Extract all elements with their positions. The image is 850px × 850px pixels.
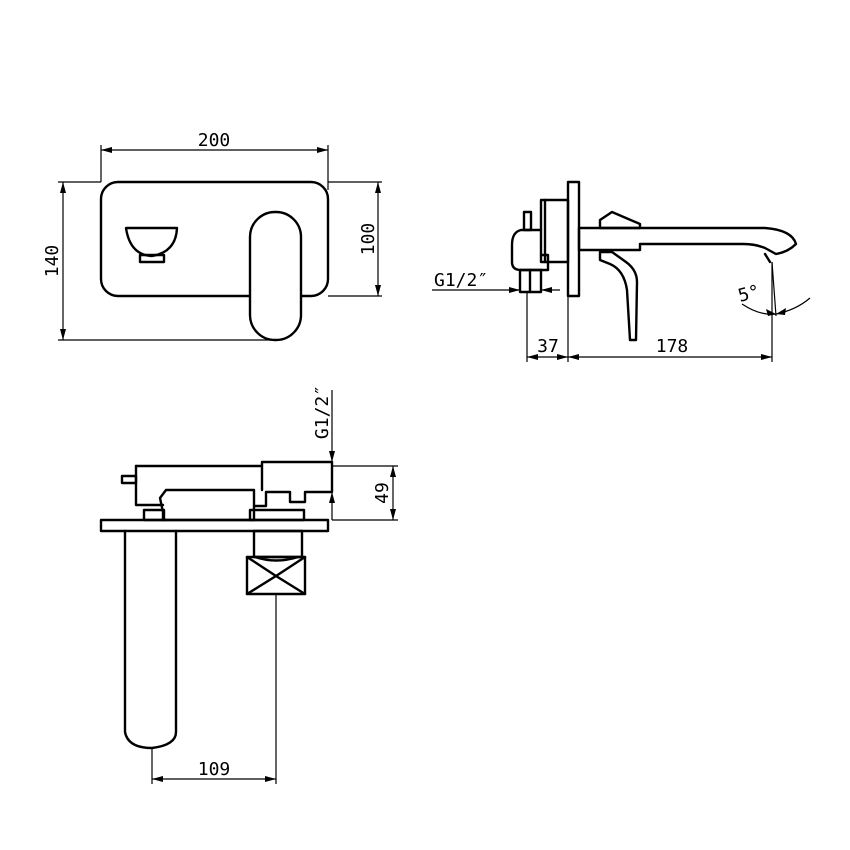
dim-inlet-depth: 37	[537, 336, 559, 357]
dim-spout-length: 178	[656, 336, 689, 357]
spout-outlet	[124, 226, 179, 258]
spout-side	[577, 226, 798, 256]
dim-body-depth: 49	[372, 482, 393, 504]
top-stem	[522, 210, 533, 232]
dim-plate-width: 200	[198, 130, 231, 151]
lever-handle	[248, 210, 303, 342]
top-spout	[123, 529, 178, 750]
dim-spout-angle: 5°	[736, 281, 762, 307]
top-valve-body	[134, 460, 334, 522]
dim-inlet-thread-top: G1/2″	[312, 385, 333, 439]
top-view: G1/2″ 49 109	[99, 385, 398, 784]
top-plate	[99, 518, 330, 533]
handle-wedge	[598, 210, 642, 230]
dim-plate-height: 140	[42, 245, 63, 278]
dim-handle-height: 100	[358, 223, 379, 256]
wall-plate	[566, 180, 581, 298]
lever-side	[598, 250, 639, 342]
dim-spout-center: 109	[198, 759, 231, 780]
cover-plate	[99, 180, 330, 298]
cartridge	[248, 508, 306, 522]
side-view: G1/2″ 37 178 5°	[432, 180, 811, 362]
inlet-elbow	[510, 228, 543, 272]
dim-inlet-thread-side: G1/2″	[434, 270, 488, 291]
front-view: 200 140 100	[42, 130, 382, 342]
spout-outlet-tip	[138, 253, 166, 264]
